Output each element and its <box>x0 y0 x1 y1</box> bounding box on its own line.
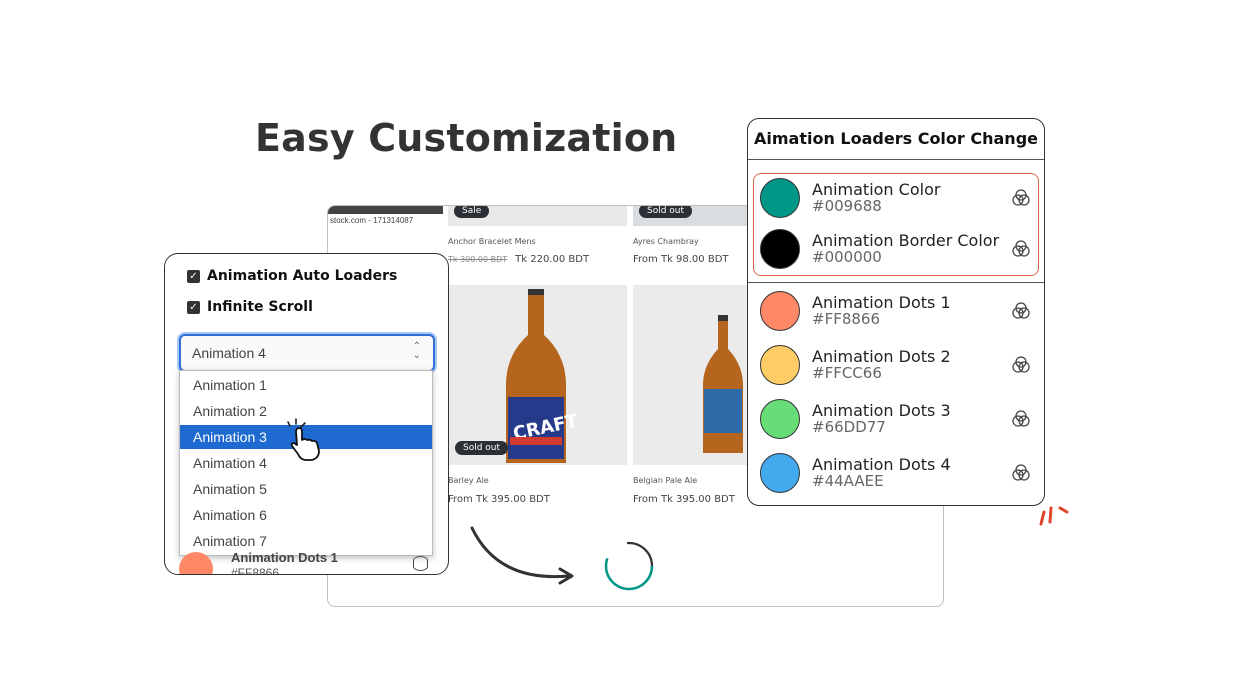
color-hex: #44AAEE <box>812 472 884 490</box>
hand-pointer-icon <box>287 418 320 461</box>
color-row-dots-2[interactable]: Animation Dots 2 #FFCC66 <box>760 345 1030 387</box>
stock-watermark: stock.com - 171314087 <box>330 216 414 225</box>
product-price: Tk 300.00 BDT Tk 220.00 BDT <box>448 254 589 265</box>
color-hex: #000000 <box>812 248 882 266</box>
old-price: Tk 300.00 BDT <box>448 255 508 264</box>
sparkle-decoration-icon <box>1039 506 1069 526</box>
product-image-barley-ale[interactable]: CRAFT Sold out <box>448 285 627 465</box>
auto-loaders-label: Animation Auto Loaders <box>207 268 398 284</box>
auto-loaders-checkbox-row[interactable]: ✓ Animation Auto Loaders <box>187 268 397 284</box>
option-animation-4[interactable]: Animation 4 <box>193 455 267 471</box>
color-row-animation-color[interactable]: Animation Color #009688 <box>760 178 1030 220</box>
color-label: Animation Border Color <box>812 231 1000 250</box>
color-hex: #FF8866 <box>812 310 880 328</box>
color-wheel-icon[interactable] <box>1012 464 1030 482</box>
product-name[interactable]: Anchor Bracelet Mens <box>448 237 536 246</box>
infinite-scroll-label: Infinite Scroll <box>207 299 313 315</box>
color-row-dots-1[interactable]: Animation Dots 1 #FF8866 <box>760 291 1030 333</box>
option-animation-5[interactable]: Animation 5 <box>193 481 267 497</box>
color-swatch[interactable] <box>179 552 213 574</box>
check-icon[interactable]: ✓ <box>187 300 200 314</box>
chevron-updown-icon: ⌃⌄ <box>412 341 421 361</box>
sale-price: Tk 220.00 BDT <box>515 254 590 265</box>
color-wheel-icon[interactable] <box>1012 302 1030 320</box>
color-hex: #FF8866 <box>231 566 280 575</box>
beer-bottle-image: CRAFT <box>506 289 580 463</box>
color-label: Animation Color <box>812 180 941 199</box>
option-animation-6[interactable]: Animation 6 <box>193 507 267 523</box>
color-change-panel: Aimation Loaders Color Change Animation … <box>747 118 1045 506</box>
product-image-top <box>328 206 443 214</box>
animation-dropdown-list: Animation 1 Animation 2 Animation 3 Anim… <box>179 370 433 556</box>
primary-colors-group <box>753 173 1039 276</box>
product-name[interactable]: Ayres Chambray <box>633 237 699 246</box>
sold-out-badge: Sold out <box>639 206 693 218</box>
loader-spinner <box>604 541 654 591</box>
sold-out-badge: Sold out <box>455 441 509 455</box>
color-swatch[interactable] <box>760 291 800 331</box>
option-animation-1[interactable]: Animation 1 <box>193 377 267 393</box>
page-headline: Easy Customization <box>255 116 678 160</box>
database-icon[interactable] <box>413 556 428 571</box>
product-image-top <box>448 206 627 226</box>
color-swatch[interactable] <box>760 229 800 269</box>
color-swatch[interactable] <box>760 453 800 493</box>
product-price: From Tk 395.00 BDT <box>448 494 550 505</box>
color-wheel-icon[interactable] <box>1012 356 1030 374</box>
panel-title: Aimation Loaders Color Change <box>754 129 1038 148</box>
color-hex: #66DD77 <box>812 418 886 436</box>
product-image-belgian-ale[interactable] <box>633 285 748 465</box>
animation-select[interactable]: Animation 4 ⌃⌄ <box>179 334 435 372</box>
product-price: From Tk 395.00 BDT <box>633 494 735 505</box>
color-label: Animation Dots 1 <box>812 293 951 312</box>
color-swatch[interactable] <box>760 178 800 218</box>
color-label: Animation Dots 4 <box>812 455 951 474</box>
color-row-border-color[interactable]: Animation Border Color #000000 <box>760 229 1030 271</box>
option-animation-2[interactable]: Animation 2 <box>193 403 267 419</box>
color-wheel-icon[interactable] <box>1012 240 1030 258</box>
divider <box>748 159 1044 160</box>
divider <box>748 282 1044 283</box>
color-wheel-icon[interactable] <box>1012 410 1030 428</box>
check-icon[interactable]: ✓ <box>187 269 200 283</box>
color-label: Animation Dots 3 <box>812 401 951 420</box>
loader-settings-panel: ✓ Animation Auto Loaders ✓ Infinite Scro… <box>164 253 449 575</box>
color-label: Animation Dots 1 <box>231 550 338 565</box>
product-price: From Tk 98.00 BDT <box>633 254 729 265</box>
color-label: Animation Dots 2 <box>812 347 951 366</box>
product-name[interactable]: Barley Ale <box>448 476 489 485</box>
color-swatch[interactable] <box>760 345 800 385</box>
color-hex: #009688 <box>812 197 882 215</box>
color-wheel-icon[interactable] <box>1012 189 1030 207</box>
sale-badge: Sale <box>454 206 490 218</box>
option-animation-7[interactable]: Animation 7 <box>193 533 267 549</box>
color-row-dots-4[interactable]: Animation Dots 4 #44AAEE <box>760 453 1030 495</box>
color-swatch[interactable] <box>760 399 800 439</box>
product-name[interactable]: Belgian Pale Ale <box>633 476 698 485</box>
color-hex: #FFCC66 <box>812 364 882 382</box>
beer-bottle-image <box>703 315 743 453</box>
select-value: Animation 4 <box>192 345 266 361</box>
color-row-dots-3[interactable]: Animation Dots 3 #66DD77 <box>760 399 1030 441</box>
curved-arrow-icon <box>470 526 574 585</box>
infinite-scroll-checkbox-row[interactable]: ✓ Infinite Scroll <box>187 299 313 315</box>
